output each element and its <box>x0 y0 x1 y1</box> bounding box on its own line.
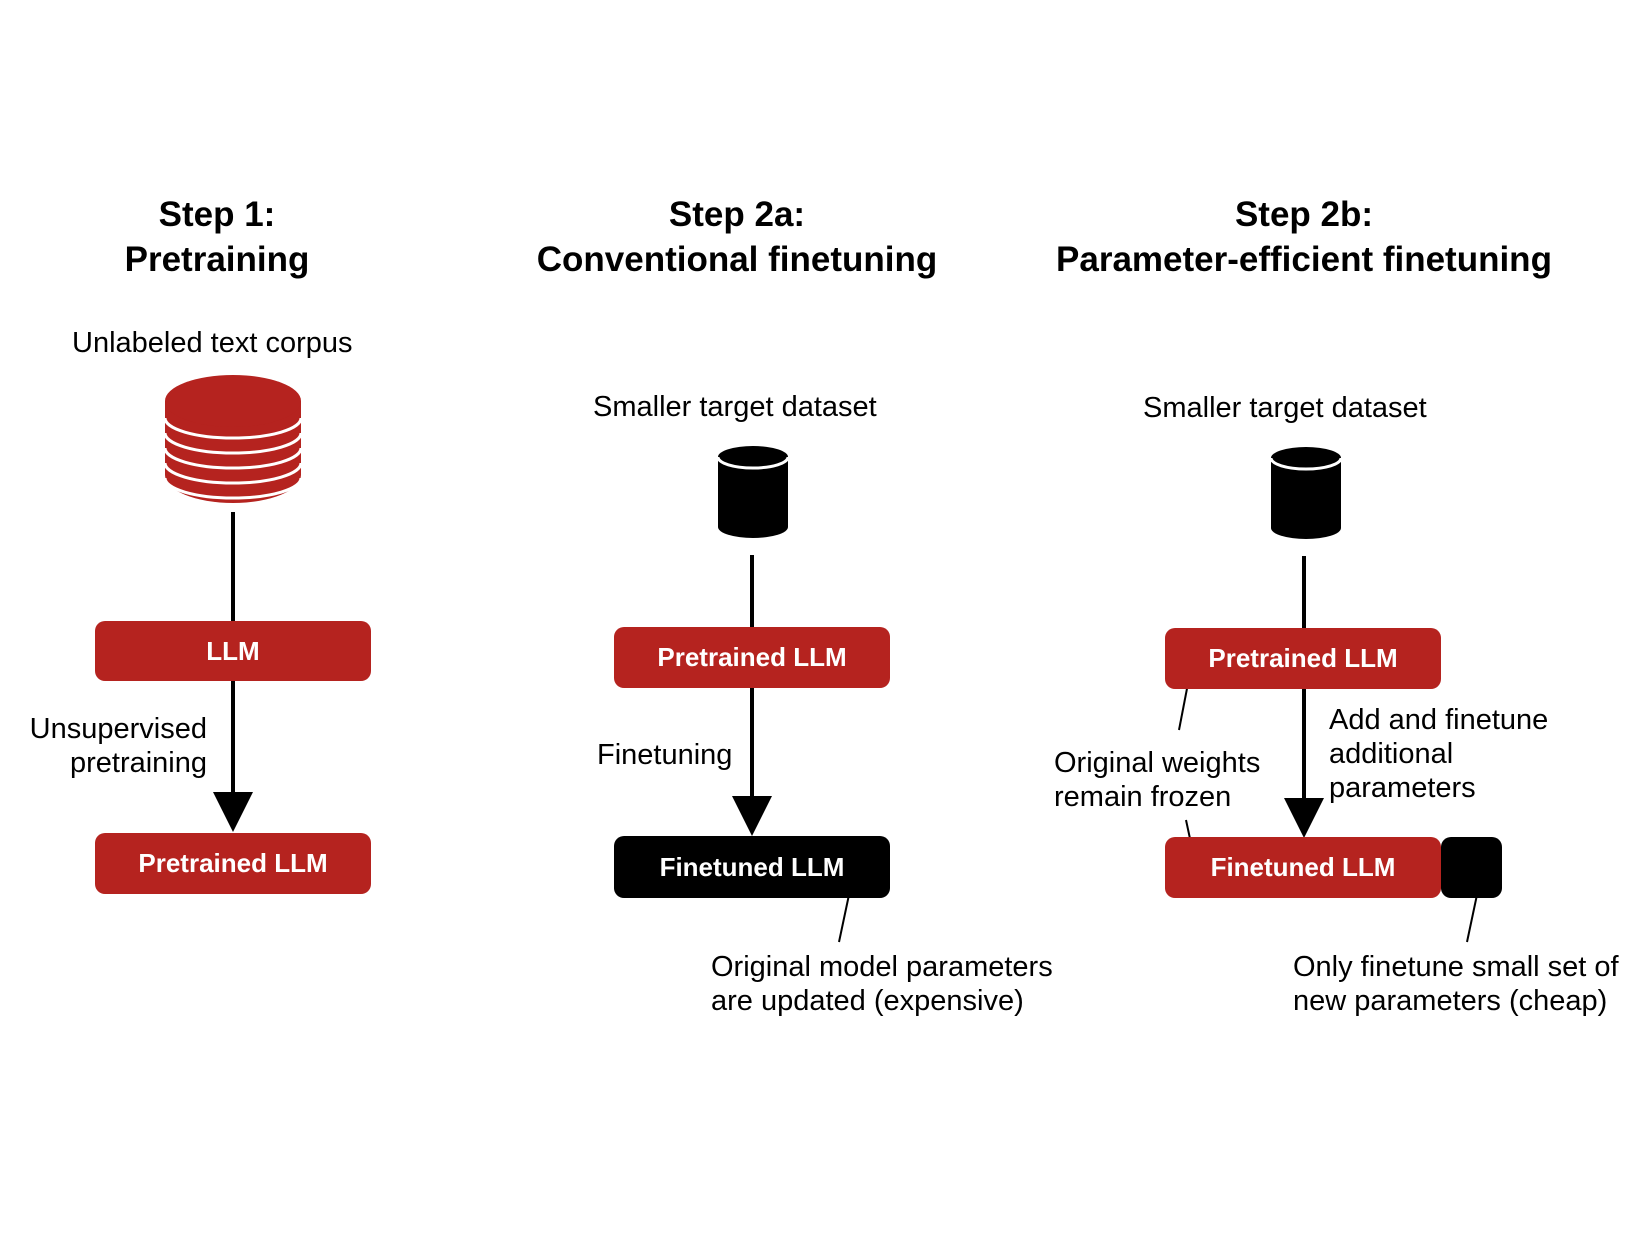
pretrained-llm-box: Pretrained LLM <box>614 627 890 688</box>
pretrained-llm-box: Pretrained LLM <box>95 833 371 894</box>
small-database-icon <box>716 446 790 538</box>
expensive-note-line1: Original model parameters <box>711 951 1053 983</box>
add-parameters-line1: Add and finetune <box>1329 704 1549 736</box>
step1-title-line2: Pretraining <box>124 240 310 279</box>
frozen-weights-note: Original weights remain frozen <box>1054 746 1260 814</box>
cheap-note-line1: Only finetune small set of <box>1293 951 1619 983</box>
step2a-title-line1: Step 2a: <box>668 195 806 234</box>
expensive-note-pointer <box>838 889 851 943</box>
add-parameters-line2: additional <box>1329 738 1454 770</box>
finetuning-label: Finetuning <box>597 739 733 771</box>
add-parameters-line3: parameters <box>1329 772 1476 804</box>
expensive-note-line2: are updated (expensive) <box>711 985 1024 1017</box>
frozen-weights-line1: Original weights <box>1054 747 1261 779</box>
smaller-dataset-label: Smaller target dataset <box>1143 392 1427 424</box>
smaller-dataset-label: Smaller target dataset <box>593 391 877 423</box>
step2b-title: Step 2b: Parameter-efficient finetuning <box>1004 192 1604 282</box>
unsupervised-pretraining-label: Unsupervised pretraining <box>20 712 207 780</box>
unsupervised-pretraining-line1: Unsupervised <box>29 713 207 745</box>
cheap-note: Only finetune small set of new parameter… <box>1293 950 1619 1018</box>
new-parameters-block <box>1441 837 1502 898</box>
unsupervised-pretraining-line2: pretraining <box>69 747 207 779</box>
unlabeled-corpus-label: Unlabeled text corpus <box>72 327 353 359</box>
step2a-title-line2: Conventional finetuning <box>536 240 938 279</box>
cheap-note-pointer <box>1466 889 1479 943</box>
expensive-note: Original model parameters are updated (e… <box>711 950 1053 1018</box>
add-parameters-note: Add and finetune additional parameters <box>1329 703 1548 805</box>
finetuned-llm-box: Finetuned LLM <box>614 836 890 898</box>
pretrained-llm-box: Pretrained LLM <box>1165 628 1441 689</box>
step2b-title-line2: Parameter-efficient finetuning <box>1056 240 1552 279</box>
frozen-weights-line2: remain frozen <box>1054 781 1232 813</box>
finetuned-llm-box: Finetuned LLM <box>1165 837 1441 898</box>
step2b-title-line1: Step 2b: <box>1234 195 1374 234</box>
llm-box: LLM <box>95 621 371 681</box>
small-database-icon <box>1269 447 1343 539</box>
step1-title: Step 1: Pretraining <box>117 192 317 282</box>
step2a-title: Step 2a: Conventional finetuning <box>487 192 987 282</box>
cheap-note-line2: new parameters (cheap) <box>1293 985 1608 1017</box>
large-database-icon <box>163 375 303 503</box>
step1-title-line1: Step 1: <box>158 195 276 234</box>
